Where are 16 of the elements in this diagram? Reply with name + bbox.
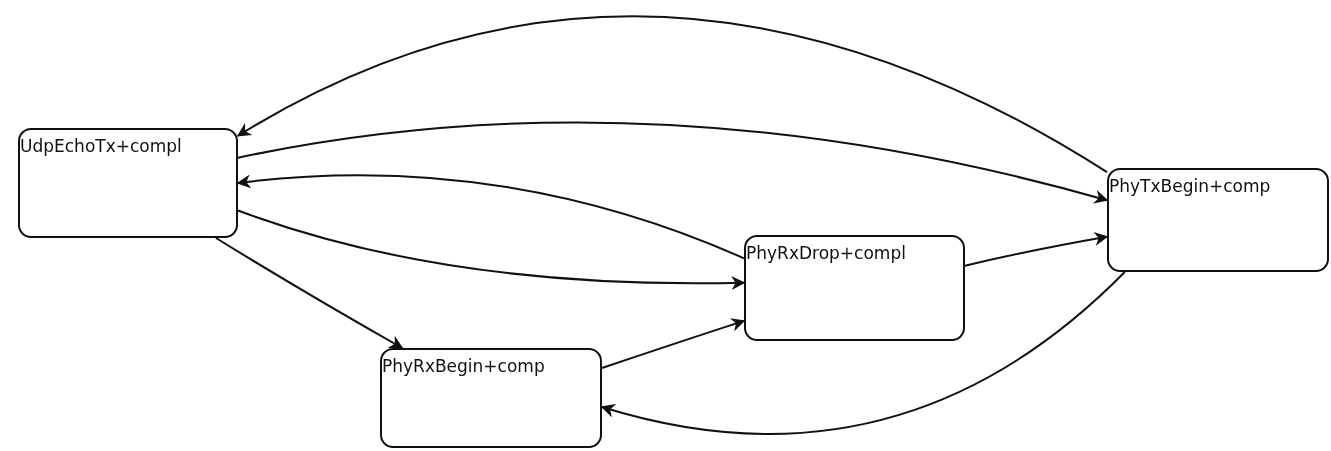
state-box [744, 235, 965, 341]
state-box [380, 348, 602, 448]
arrow [601, 318, 746, 369]
arrow [236, 174, 745, 260]
state-box [18, 128, 238, 238]
state-label: PhyRxDrop+compl [746, 244, 906, 263]
state-label: UdpEchoTx+compl [20, 137, 182, 156]
state-label: PhyTxBegin+comp [1109, 177, 1271, 196]
state-box [1107, 168, 1329, 272]
arrow [600, 271, 1126, 435]
arrow [215, 237, 404, 349]
arrow [237, 209, 746, 290]
arrow [236, 15, 1108, 174]
arrow [964, 231, 1109, 267]
state-label: PhyRxBegin+comp [382, 357, 545, 376]
arrow [237, 121, 1109, 204]
